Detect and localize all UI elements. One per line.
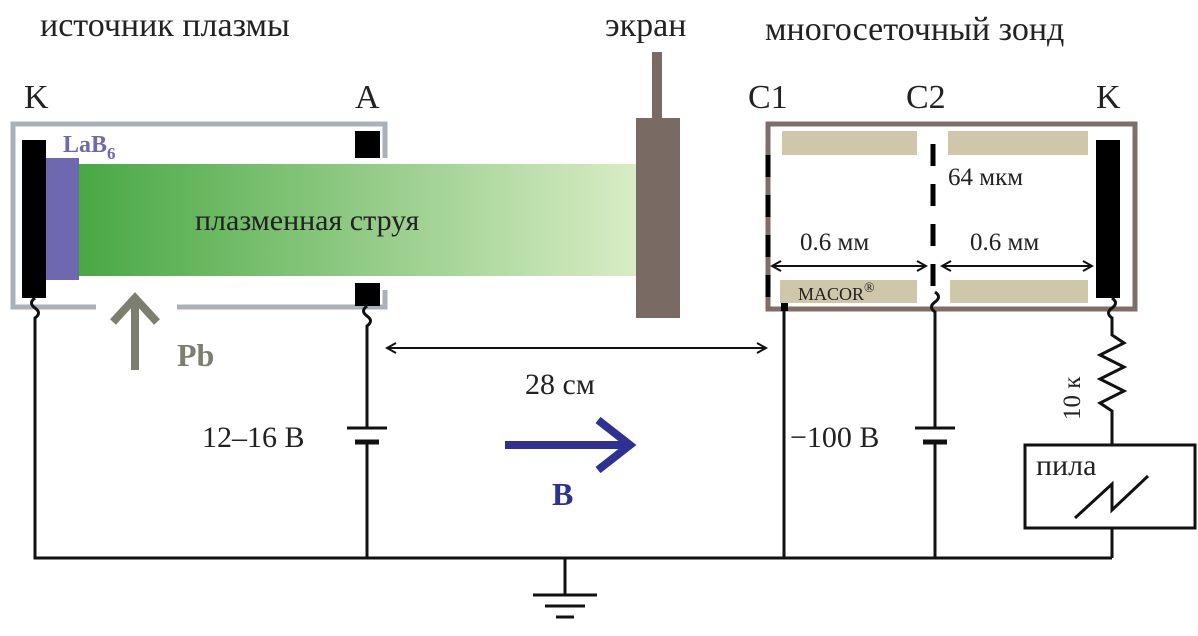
source-housing — [10, 121, 388, 310]
plasma-jet-label: плазменная струя — [195, 204, 419, 237]
grid-thickness-label: 64 мкм — [948, 164, 1023, 191]
pb-label: Pb — [177, 337, 214, 373]
gap2-label: 0.6 мм — [970, 229, 1039, 256]
probe-title: многосеточный зонд — [765, 11, 1064, 48]
circuit-wires — [30, 290, 1128, 595]
grid1-label: C1 — [748, 79, 788, 116]
sawtooth-label: пила — [1036, 449, 1096, 482]
grid2-label: C2 — [906, 79, 946, 116]
anode-top — [355, 131, 380, 158]
field-arrow — [505, 416, 637, 474]
ground-icon — [533, 593, 597, 619]
resistor-label: 10 к — [1059, 376, 1086, 420]
plasma-source-title: источник плазмы — [40, 7, 290, 44]
macor-insulators — [780, 131, 1088, 303]
cathode — [22, 140, 46, 298]
screen — [636, 118, 680, 318]
pb-arrow — [110, 292, 160, 370]
field-label: B — [552, 476, 573, 512]
macor-label: MACOR® — [798, 281, 875, 304]
grid-voltage-label: −100 В — [790, 421, 879, 454]
lab6-emitter — [46, 158, 79, 280]
collector — [1096, 140, 1120, 298]
anode-bottom — [355, 283, 380, 306]
screen-stem — [652, 52, 662, 120]
grid-battery — [915, 426, 955, 445]
source-battery — [347, 426, 387, 445]
lab6-label: LaB6 — [63, 132, 116, 163]
cathode-label: K — [24, 79, 49, 116]
source-voltage-label: 12–16 В — [202, 421, 305, 454]
anode-label: A — [355, 79, 380, 116]
distance-label: 28 см — [525, 368, 595, 401]
screen-title: экран — [605, 7, 686, 44]
collector-label: K — [1096, 79, 1121, 116]
sawtooth-icon — [1073, 474, 1150, 520]
gap1-label: 0.6 мм — [800, 229, 869, 256]
plasma-jet — [79, 164, 640, 276]
